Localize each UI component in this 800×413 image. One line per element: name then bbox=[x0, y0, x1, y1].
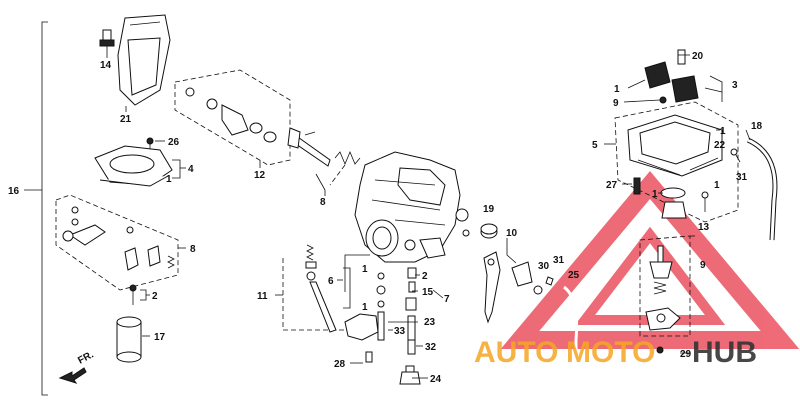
callout-27: 27 bbox=[606, 180, 618, 191]
callout-1-mid-right: 1 bbox=[714, 180, 720, 191]
watermark-text: AUTO MOTO HUB bbox=[474, 336, 757, 369]
callout-19: 19 bbox=[483, 204, 495, 215]
throttle-stop-parts bbox=[185, 87, 277, 143]
callout-23: 23 bbox=[424, 317, 436, 328]
diaphragm-parts bbox=[633, 148, 738, 219]
callout-31-center: 31 bbox=[553, 255, 565, 266]
callout-3: 3 bbox=[732, 80, 738, 91]
callout-2-left: 2 bbox=[152, 291, 158, 302]
throttle-link-parts bbox=[62, 206, 175, 271]
front-arrow-icon: FR. bbox=[58, 349, 96, 384]
callout-1-mid: 1 bbox=[652, 189, 658, 200]
callout-1: 1 bbox=[166, 174, 172, 185]
callout-9-top: 9 bbox=[613, 98, 619, 109]
carburetor-body bbox=[354, 151, 469, 263]
callout-4: 4 bbox=[188, 164, 194, 175]
spring-and-needle-parts bbox=[305, 244, 337, 333]
group-box-9 bbox=[639, 235, 691, 337]
watermark-moto: MOTO bbox=[566, 336, 655, 369]
top-cap-part bbox=[94, 145, 173, 187]
callout-8-left: 8 bbox=[190, 244, 196, 255]
accelerator-pump-parts bbox=[645, 245, 681, 354]
callout-labels: 16 14 21 26 4 1 8 2 17 12 8 19 10 6 1 1 … bbox=[8, 51, 763, 385]
callout-6: 6 bbox=[328, 276, 334, 287]
choke-lever-part bbox=[483, 251, 501, 324]
screw-part bbox=[146, 137, 154, 152]
svg-text:FR.: FR. bbox=[76, 349, 96, 366]
callout-1-right: 1 bbox=[720, 126, 726, 137]
callout-1-right-top: 1 bbox=[614, 84, 620, 95]
callout-1-upper: 1 bbox=[362, 264, 368, 275]
callout-12: 12 bbox=[254, 170, 266, 181]
throttle-shaft-part bbox=[287, 127, 331, 167]
tube-18-part bbox=[746, 137, 778, 241]
callout-29: 29 bbox=[680, 349, 692, 360]
watermark-auto: AUTO bbox=[474, 336, 558, 369]
callout-24: 24 bbox=[430, 374, 442, 385]
callout-22: 22 bbox=[714, 140, 726, 151]
leader-lines bbox=[106, 52, 751, 379]
callout-9-lower: 9 bbox=[700, 260, 706, 271]
throttle-cover-part bbox=[117, 14, 171, 106]
callout-25: 25 bbox=[568, 270, 580, 281]
callout-8-center: 8 bbox=[320, 197, 326, 208]
callout-33: 33 bbox=[394, 326, 406, 337]
callout-7: 7 bbox=[444, 294, 450, 305]
callout-2-center: 2 bbox=[422, 271, 428, 282]
group-box-5 bbox=[614, 101, 739, 223]
drain-plug-part bbox=[399, 365, 421, 385]
throttle-valve-part bbox=[344, 313, 379, 363]
callout-26: 26 bbox=[168, 137, 180, 148]
group-bracket-16 bbox=[41, 21, 48, 396]
callout-13: 13 bbox=[698, 222, 710, 233]
callout-21: 21 bbox=[120, 114, 132, 125]
callout-10: 10 bbox=[506, 228, 518, 239]
callout-14: 14 bbox=[100, 60, 112, 71]
callout-18: 18 bbox=[751, 121, 763, 132]
callout-1-lower: 1 bbox=[362, 302, 368, 313]
tube-25-part bbox=[563, 285, 579, 375]
cap-19-part bbox=[480, 223, 498, 239]
callout-11: 11 bbox=[257, 291, 268, 302]
jet-parts bbox=[376, 267, 417, 355]
callout-15: 15 bbox=[422, 287, 434, 298]
screw-2-part bbox=[129, 284, 137, 305]
spring-part bbox=[334, 150, 361, 166]
callout-28: 28 bbox=[334, 359, 346, 370]
plug-20-part bbox=[677, 49, 686, 65]
callout-17: 17 bbox=[154, 332, 166, 343]
screw-30-31-parts bbox=[533, 276, 554, 295]
float-chamber-cylinder-part bbox=[116, 316, 142, 363]
watermark-hub: HUB bbox=[692, 336, 757, 369]
float-bowl-part bbox=[627, 114, 723, 177]
callout-20: 20 bbox=[692, 51, 704, 62]
callout-5: 5 bbox=[592, 140, 598, 151]
callout-31-right: 31 bbox=[736, 172, 748, 183]
vacuum-parts-3 bbox=[644, 61, 723, 104]
link-10-part bbox=[511, 261, 533, 287]
bolt-part bbox=[99, 29, 115, 52]
callout-16: 16 bbox=[8, 186, 20, 197]
callout-30: 30 bbox=[538, 261, 550, 272]
callout-32: 32 bbox=[425, 342, 437, 353]
group-box-12 bbox=[174, 69, 291, 166]
group-box-8-left bbox=[55, 194, 179, 291]
